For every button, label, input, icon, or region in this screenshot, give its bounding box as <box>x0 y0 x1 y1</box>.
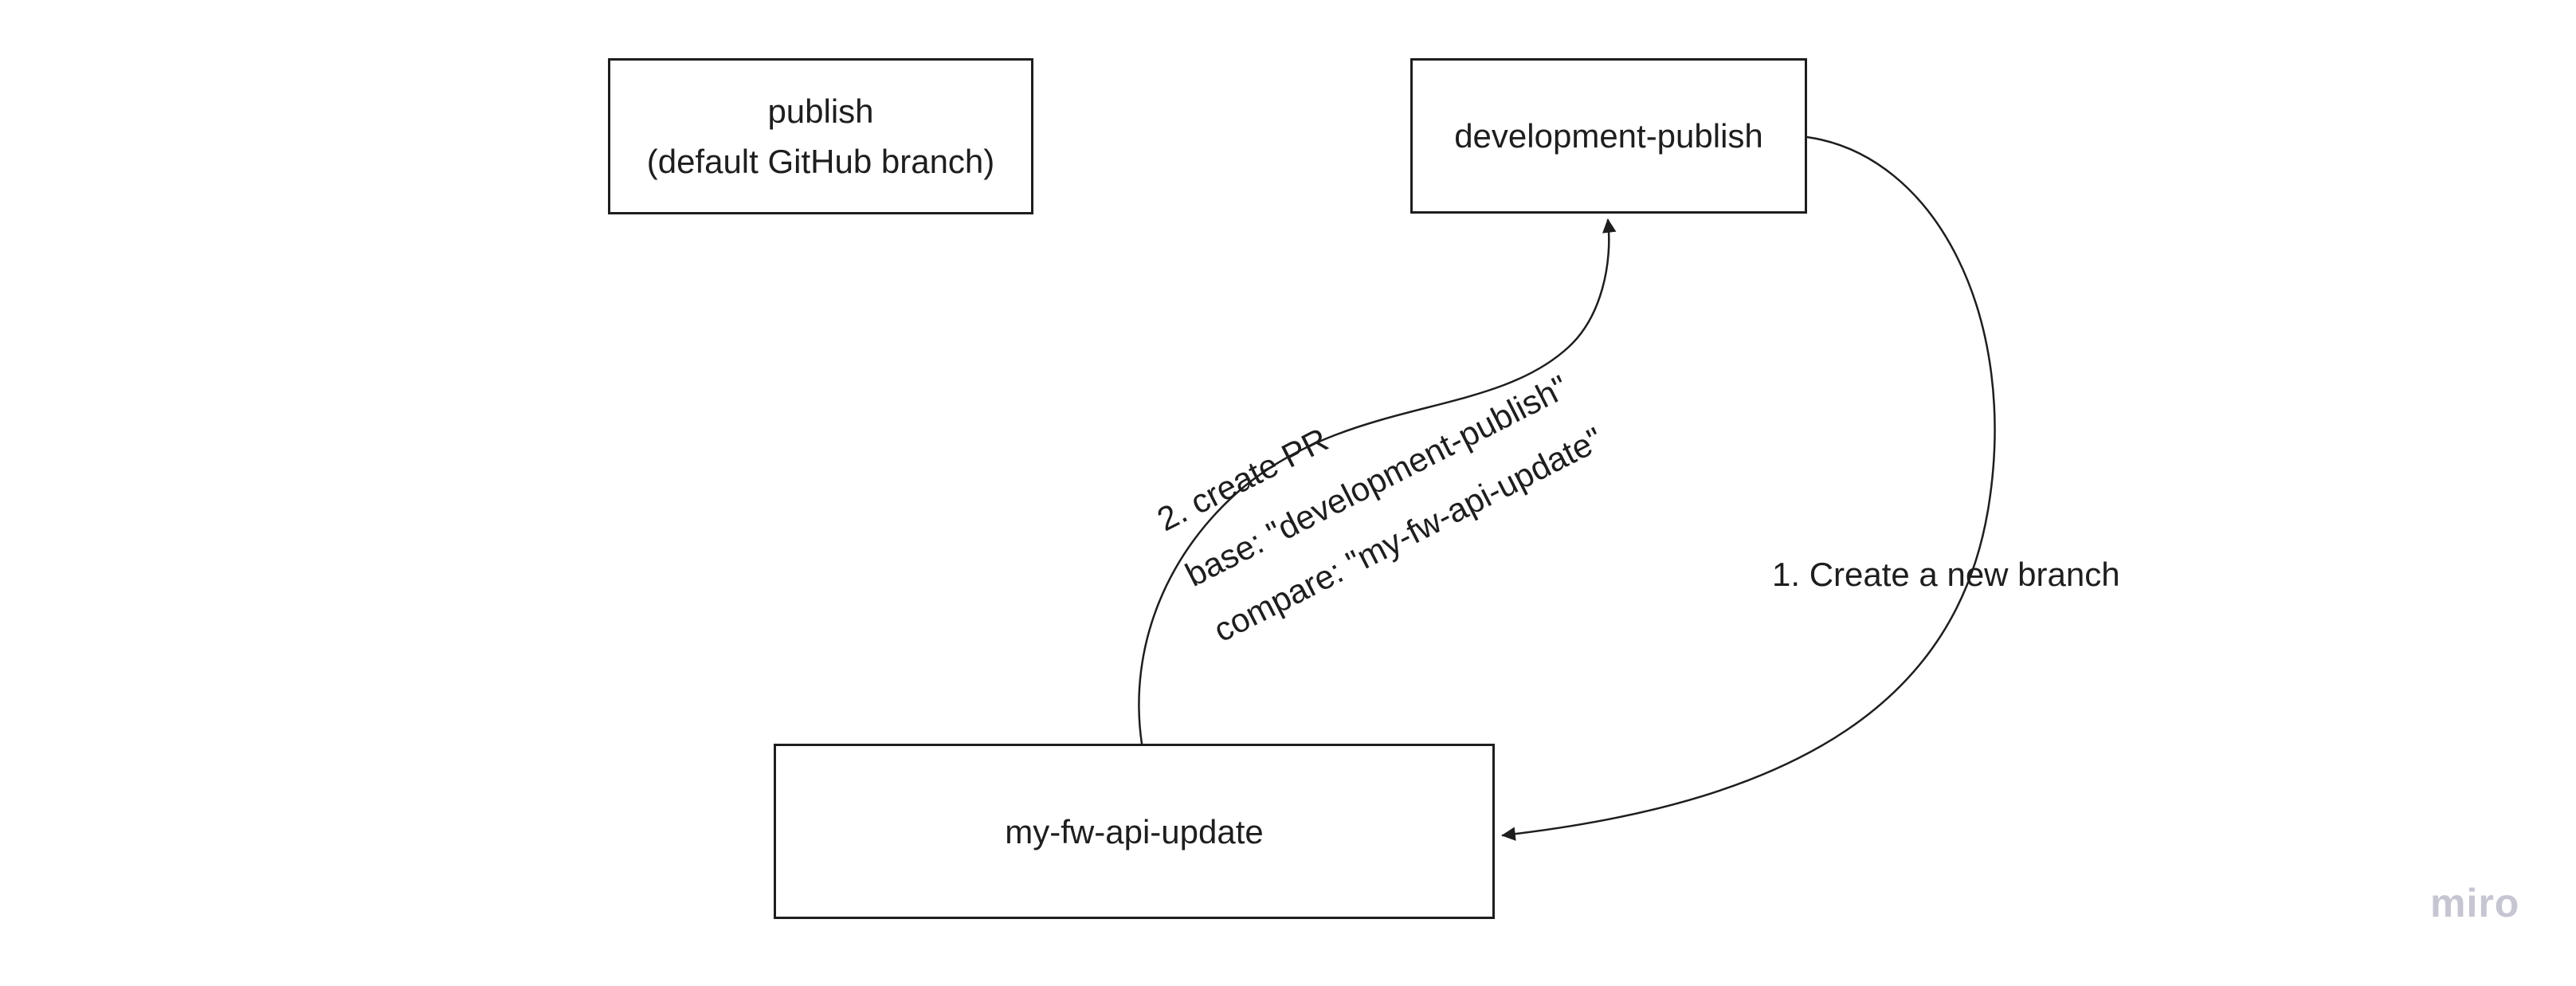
edge-create-branch-label[interactable]: 1. Create a new branch <box>1772 556 2120 593</box>
edge-create-pr-connector[interactable] <box>1138 218 1617 745</box>
node-publish-label-line2: (default GitHub branch) <box>646 143 995 180</box>
node-publish-label-line1: publish <box>767 92 874 130</box>
node-my-fw-api-update-label: my-fw-api-update <box>1005 812 1264 850</box>
node-development-publish-label: development-publish <box>1454 117 1763 155</box>
node-development-publish[interactable]: development-publish <box>1410 58 1807 214</box>
node-publish[interactable]: publish (default GitHub branch) <box>608 58 1033 214</box>
edge-create-branch-connector[interactable] <box>1501 136 1996 841</box>
miro-logo: miro <box>2430 881 2520 925</box>
node-my-fw-api-update[interactable]: my-fw-api-update <box>774 744 1495 919</box>
